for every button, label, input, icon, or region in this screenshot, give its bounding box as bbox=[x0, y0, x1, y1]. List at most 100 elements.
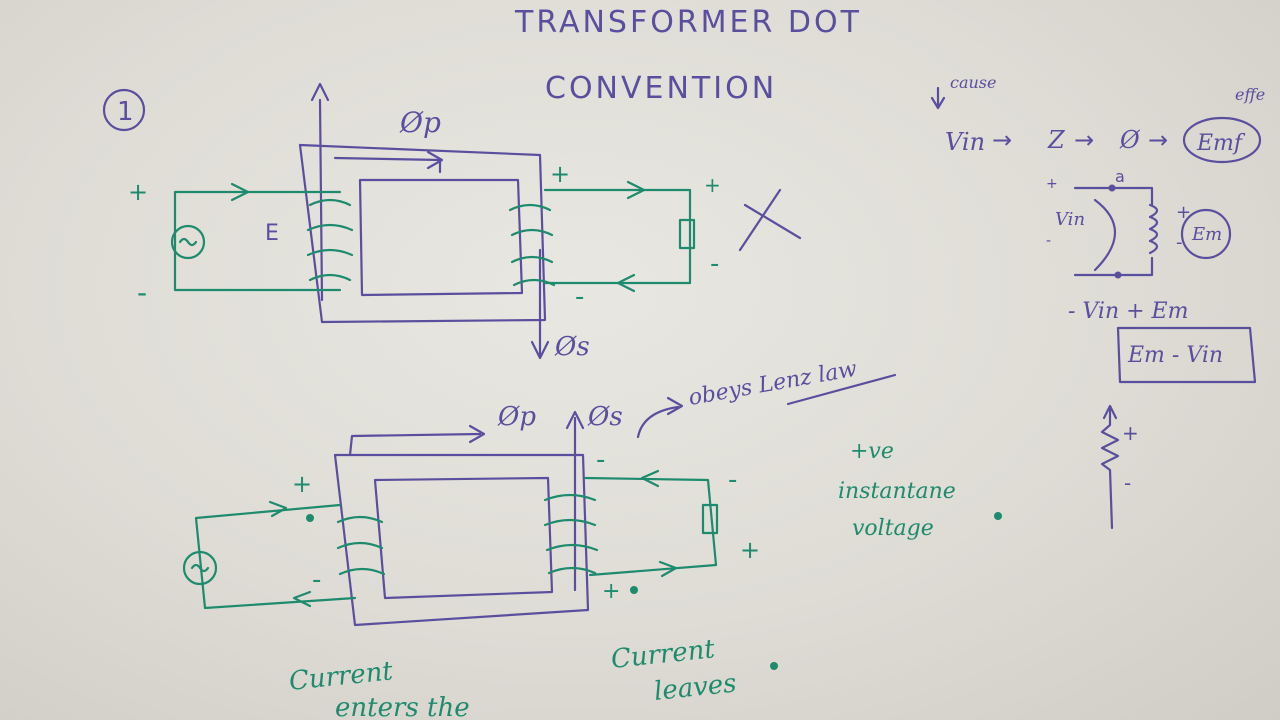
bottom-load-minus: - bbox=[728, 465, 737, 495]
top-core-outer bbox=[298, 143, 547, 324]
top-wrong-cross-mark bbox=[738, 188, 802, 252]
bottom-secondary-dot bbox=[630, 586, 638, 594]
figure-number-circle bbox=[102, 88, 146, 132]
current-enters-line2: enters the bbox=[335, 693, 470, 720]
side-coil-em: Em bbox=[1191, 224, 1222, 245]
top-secondary-coil bbox=[508, 203, 556, 287]
top-flux-down-arrow bbox=[530, 340, 550, 360]
bottom-secondary-circuit bbox=[583, 476, 718, 577]
lenz-note-pointer bbox=[636, 405, 680, 439]
side-coil-plus-right: + bbox=[1176, 202, 1191, 223]
side-resistor-minus: - bbox=[1124, 471, 1131, 495]
bottom-core-outer bbox=[333, 453, 590, 627]
chain-z: Z bbox=[1047, 126, 1066, 154]
side-coil-circuit bbox=[1073, 186, 1154, 277]
bottom-primary-return-arrow bbox=[292, 590, 312, 608]
chain-vin: Vin bbox=[945, 128, 985, 156]
bottom-flux-primary-label: Øp bbox=[497, 402, 536, 432]
side-notes: cause effe Vin → Z → Ø → Emf a + - Vin +… bbox=[930, 73, 1265, 530]
title-line1: TRANSFORMER DOT bbox=[514, 5, 862, 40]
side-resistor-arrow bbox=[1102, 404, 1118, 420]
cause-arrow bbox=[930, 86, 946, 110]
top-flux-primary-label: Øp bbox=[399, 106, 441, 139]
effect-label: effe bbox=[1235, 85, 1265, 104]
bottom-flux-secondary-label: Øs bbox=[587, 402, 623, 432]
bottom-core-inner bbox=[373, 476, 554, 600]
top-secondary-current-arrow bbox=[626, 180, 646, 200]
side-coil-em-circle bbox=[1180, 208, 1232, 260]
note-line2: instantane bbox=[838, 479, 956, 504]
chain-arrow-2: → bbox=[1074, 126, 1094, 154]
top-flux-secondary-label: Øs bbox=[554, 332, 590, 362]
lenz-note: obeys Lenz law bbox=[687, 357, 859, 411]
bottom-primary-circuit bbox=[194, 503, 357, 610]
current-leaves-line2: leaves bbox=[653, 668, 738, 706]
top-primary-minus: - bbox=[137, 276, 147, 309]
current-enters-line1: Current bbox=[288, 656, 395, 697]
chain-phi: Ø bbox=[1119, 126, 1141, 154]
bottom-primary-coil bbox=[336, 515, 386, 576]
side-coil-dot-top bbox=[1108, 184, 1116, 192]
side-coil-vin: Vin bbox=[1055, 209, 1085, 230]
top-load-plus: + bbox=[704, 173, 721, 197]
side-coil-vin-arc bbox=[1093, 198, 1117, 272]
side-resistor-symbol bbox=[1100, 406, 1120, 530]
bottom-flux-primary-path bbox=[348, 432, 482, 457]
equation-2: Em - Vin bbox=[1127, 343, 1223, 368]
chain-emf-circle bbox=[1182, 116, 1262, 164]
bottom-flux-primary-arrowhead bbox=[468, 424, 486, 444]
top-transformer: Øp Øs E + - + - + - bbox=[128, 82, 802, 362]
chain-emf: Emf bbox=[1196, 131, 1246, 156]
side-coil-terminal-a: a bbox=[1115, 167, 1125, 186]
bottom-flux-up-arrow bbox=[565, 410, 585, 430]
chain-arrow-3: → bbox=[1148, 126, 1168, 154]
bottom-secondary-plus: + bbox=[602, 579, 620, 604]
bottom-secondary-coil bbox=[543, 493, 599, 575]
top-ac-source bbox=[170, 224, 206, 260]
top-flux-path bbox=[333, 156, 442, 174]
top-primary-coil bbox=[306, 198, 354, 282]
title-line2: CONVENTION bbox=[545, 71, 777, 106]
current-leaves-line1: Current bbox=[610, 634, 717, 675]
top-secondary-circuit bbox=[543, 188, 692, 285]
top-coil-label: E bbox=[265, 221, 279, 246]
bottom-primary-minus: - bbox=[312, 565, 321, 595]
bottom-ac-source bbox=[182, 550, 218, 586]
top-core-inner bbox=[358, 178, 524, 297]
top-primary-current-arrow bbox=[230, 182, 250, 202]
bottom-load-plus: + bbox=[740, 536, 760, 564]
top-secondary-return-arrow bbox=[616, 273, 636, 293]
top-ac-symbol bbox=[178, 237, 198, 247]
top-load-resistor bbox=[678, 218, 696, 250]
bottom-transformer: Øp Øs obeys Lenz law + - - + - + +ve ins bbox=[182, 357, 1002, 720]
top-secondary-minus: - bbox=[575, 282, 584, 312]
side-coil-dot-bottom bbox=[1114, 271, 1122, 279]
bottom-load-resistor bbox=[701, 503, 719, 535]
top-secondary-plus: + bbox=[550, 160, 570, 188]
chain-arrow-1: → bbox=[992, 126, 1012, 154]
top-primary-circuit bbox=[173, 190, 342, 292]
current-leaves-dot bbox=[770, 662, 778, 670]
note-dot bbox=[994, 512, 1002, 520]
bottom-primary-current-arrow bbox=[268, 500, 288, 518]
note-line1: +ve bbox=[850, 439, 894, 464]
lenz-note-arrowhead bbox=[666, 396, 684, 416]
bottom-primary-dot bbox=[306, 514, 314, 522]
bottom-primary-plus: + bbox=[292, 470, 312, 498]
top-load-minus: - bbox=[710, 249, 719, 279]
equation-1: - Vin + Em bbox=[1068, 299, 1188, 324]
bottom-secondary-minus: - bbox=[596, 445, 605, 475]
figure-number: 1 bbox=[117, 97, 134, 127]
top-flux-up-arrow bbox=[310, 82, 330, 102]
side-coil-plus-left: + bbox=[1046, 176, 1058, 192]
side-coil-minus-left: - bbox=[1046, 233, 1051, 249]
bottom-ac-symbol bbox=[190, 563, 210, 573]
cause-label: cause bbox=[950, 73, 996, 92]
note-line3: voltage bbox=[852, 516, 934, 541]
bottom-secondary-current-arrow bbox=[640, 469, 660, 488]
bottom-secondary-out-arrow bbox=[658, 560, 678, 578]
top-primary-plus: + bbox=[128, 178, 148, 206]
lenz-note-underline bbox=[786, 373, 897, 406]
